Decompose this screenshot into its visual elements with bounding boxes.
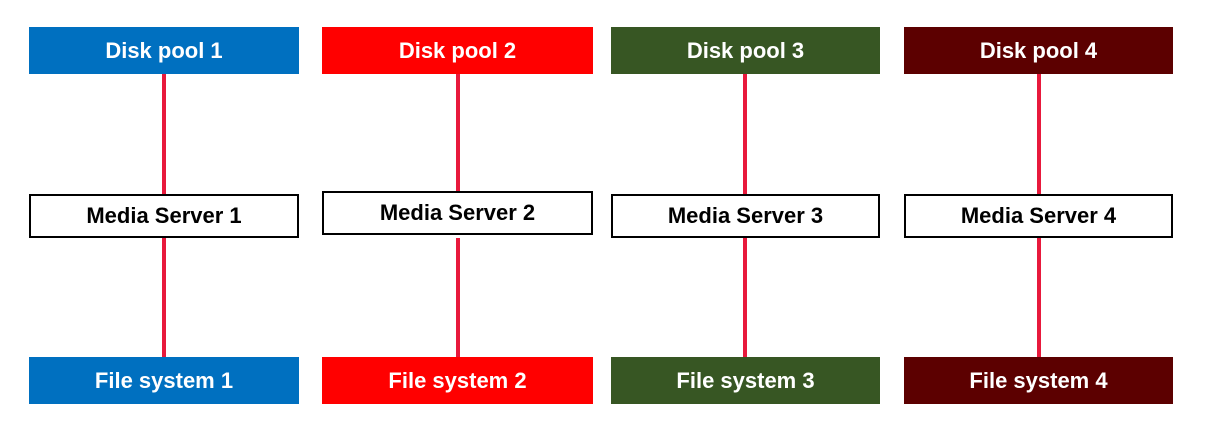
disk-pool-3: Disk pool 3 xyxy=(611,27,880,74)
disk-pool-2-label: Disk pool 2 xyxy=(398,37,517,63)
file-system-4-label: File system 4 xyxy=(969,367,1108,393)
connector-pool-server-1 xyxy=(162,74,166,194)
connector-server-fs-1 xyxy=(162,238,166,357)
media-server-1-label: Media Server 1 xyxy=(86,203,242,228)
disk-pool-1: Disk pool 1 xyxy=(29,27,299,74)
connector-server-fs-2 xyxy=(456,238,460,357)
disk-pool-4: Disk pool 4 xyxy=(904,27,1173,74)
media-server-3-label: Media Server 3 xyxy=(667,203,824,228)
file-system-3-label: File system 3 xyxy=(676,367,815,393)
disk-pool-4-label: Disk pool 4 xyxy=(979,37,1098,63)
media-server-2-label: Media Server 2 xyxy=(379,200,536,225)
file-system-4: File system 4 xyxy=(904,357,1173,404)
file-system-3: File system 3 xyxy=(611,357,880,404)
column-2: Disk pool 2 Media Server 2 File system 2 xyxy=(322,0,593,428)
connector-server-fs-4 xyxy=(1037,238,1041,357)
disk-pool-1-label: Disk pool 1 xyxy=(105,37,223,63)
column-3: Disk pool 3 Media Server 3 File system 3 xyxy=(611,0,880,428)
media-server-1: Media Server 1 xyxy=(29,194,299,238)
file-system-2-label: File system 2 xyxy=(388,367,527,393)
connector-pool-server-2 xyxy=(456,74,460,194)
column-1: Disk pool 1 Media Server 1 File system 1 xyxy=(29,0,299,428)
media-server-4-label: Media Server 4 xyxy=(960,203,1117,228)
connector-pool-server-4 xyxy=(1037,74,1041,194)
connector-server-fs-3 xyxy=(743,238,747,357)
file-system-1-label: File system 1 xyxy=(94,367,234,393)
connector-pool-server-3 xyxy=(743,74,747,194)
disk-pool-2: Disk pool 2 xyxy=(322,27,593,74)
file-system-2: File system 2 xyxy=(322,357,593,404)
file-system-1: File system 1 xyxy=(29,357,299,404)
media-server-3: Media Server 3 xyxy=(611,194,880,238)
media-server-2: Media Server 2 xyxy=(322,191,593,235)
disk-pool-3-label: Disk pool 3 xyxy=(686,37,805,63)
media-server-4: Media Server 4 xyxy=(904,194,1173,238)
column-4: Disk pool 4 Media Server 4 File system 4 xyxy=(904,0,1173,428)
